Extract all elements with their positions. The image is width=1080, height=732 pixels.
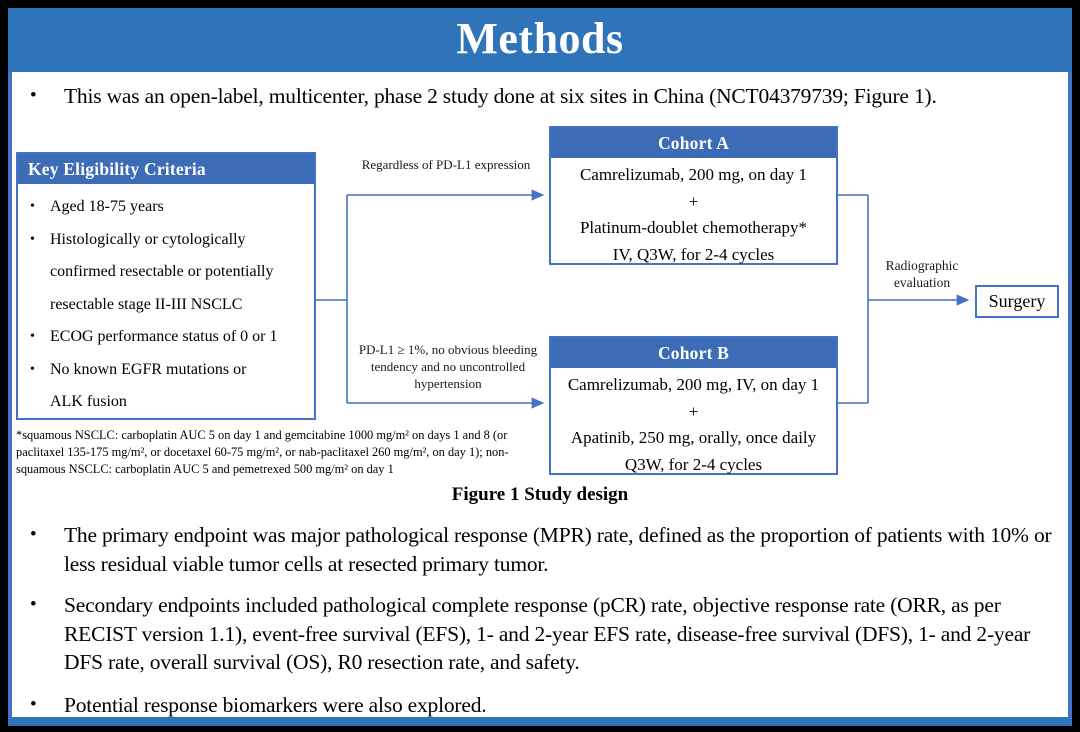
- cohort-b-line: Apatinib, 250 mg, orally, once daily: [570, 428, 817, 447]
- slide-title-bar: Methods: [8, 8, 1072, 72]
- cohort-a-line: +: [688, 191, 699, 211]
- eligibility-header: Key Eligibility Criteria: [18, 154, 314, 184]
- bullet-dot: •: [30, 199, 35, 214]
- bullet-dot: •: [30, 231, 35, 247]
- cohort-a-line: Camrelizumab, 200 mg, on day 1: [579, 165, 808, 184]
- eligibility-item-continuation: ALK fusion: [50, 393, 127, 410]
- cohort-a-box: Cohort A Camrelizumab, 200 mg, on day 1 …: [549, 126, 838, 265]
- cohort-a-body: Camrelizumab, 200 mg, on day 1 + Platinu…: [551, 158, 836, 268]
- eligibility-box: Key Eligibility Criteria •Aged 18-75 yea…: [16, 152, 316, 420]
- slide-content: • This was an open-label, multicenter, p…: [8, 72, 1072, 726]
- eligibility-item-continuation: resectable stage II-III NSCLC: [50, 295, 243, 313]
- cohort-a-header: Cohort A: [551, 128, 836, 158]
- surgery-box: Surgery: [975, 285, 1059, 318]
- page-title: Methods: [456, 14, 624, 63]
- intro-bullet-text: This was an open-label, multicenter, pha…: [64, 84, 937, 108]
- eligibility-list: •Aged 18-75 years •Histologically or cyt…: [18, 184, 314, 419]
- eligibility-item: •Histologically or cytologically: [18, 224, 314, 257]
- intro-bullet: • This was an open-label, multicenter, p…: [30, 82, 1054, 111]
- figure-caption: Figure 1 Study design: [451, 484, 629, 505]
- primary-endpoint-text: The primary endpoint was major pathologi…: [64, 523, 1052, 576]
- bullet-dot: •: [30, 329, 35, 344]
- radiographic-evaluation-label: Radiographic evaluation: [885, 258, 959, 290]
- cohort-b-line: +: [688, 401, 699, 421]
- biomarkers-text: Potential response biomarkers were also …: [64, 693, 487, 717]
- branch-label-regardless-pdl1: Regardless of PD-L1 expression: [361, 157, 531, 172]
- cohort-b-box: Cohort B Camrelizumab, 200 mg, IV, on da…: [549, 336, 838, 475]
- cohort-b-line: Camrelizumab, 200 mg, IV, on day 1: [567, 375, 820, 394]
- secondary-endpoints-bullet: • Secondary endpoints included pathologi…: [30, 591, 1054, 677]
- bullet-dot: •: [30, 694, 37, 715]
- cohort-b-body: Camrelizumab, 200 mg, IV, on day 1 + Apa…: [551, 368, 836, 478]
- eligibility-item: •Aged 18-75 years: [18, 191, 314, 224]
- cohort-b-line: Q3W, for 2-4 cycles: [624, 454, 763, 474]
- eligibility-item: •ECOG performance status of 0 or 1: [18, 321, 314, 354]
- bullet-dot: •: [30, 85, 37, 106]
- cohort-a-line: IV, Q3W, for 2-4 cycles: [612, 244, 775, 264]
- eligibility-item-continuation: confirmed resectable or potentially: [50, 263, 274, 280]
- biomarkers-bullet: • Potential response biomarkers were als…: [30, 691, 1054, 720]
- cohort-b-header: Cohort B: [551, 338, 836, 368]
- bullet-dot: •: [30, 361, 35, 377]
- bullet-dot: •: [30, 524, 37, 545]
- surgery-label: Surgery: [988, 291, 1046, 311]
- secondary-endpoints-text: Secondary endpoints included pathologica…: [64, 593, 1031, 674]
- figure-footnote: *squamous NSCLC: carboplatin AUC 5 on da…: [16, 428, 509, 476]
- bullet-dot: •: [30, 594, 37, 615]
- branch-label-pdl1-criteria: PD-L1 ≥ 1%, no obvious bleeding tendency…: [358, 342, 538, 391]
- primary-endpoint-bullet: • The primary endpoint was major patholo…: [30, 521, 1054, 578]
- cohort-a-line: Platinum-doublet chemotherapy*: [579, 218, 808, 237]
- eligibility-item: •No known EGFR mutations or: [18, 354, 314, 387]
